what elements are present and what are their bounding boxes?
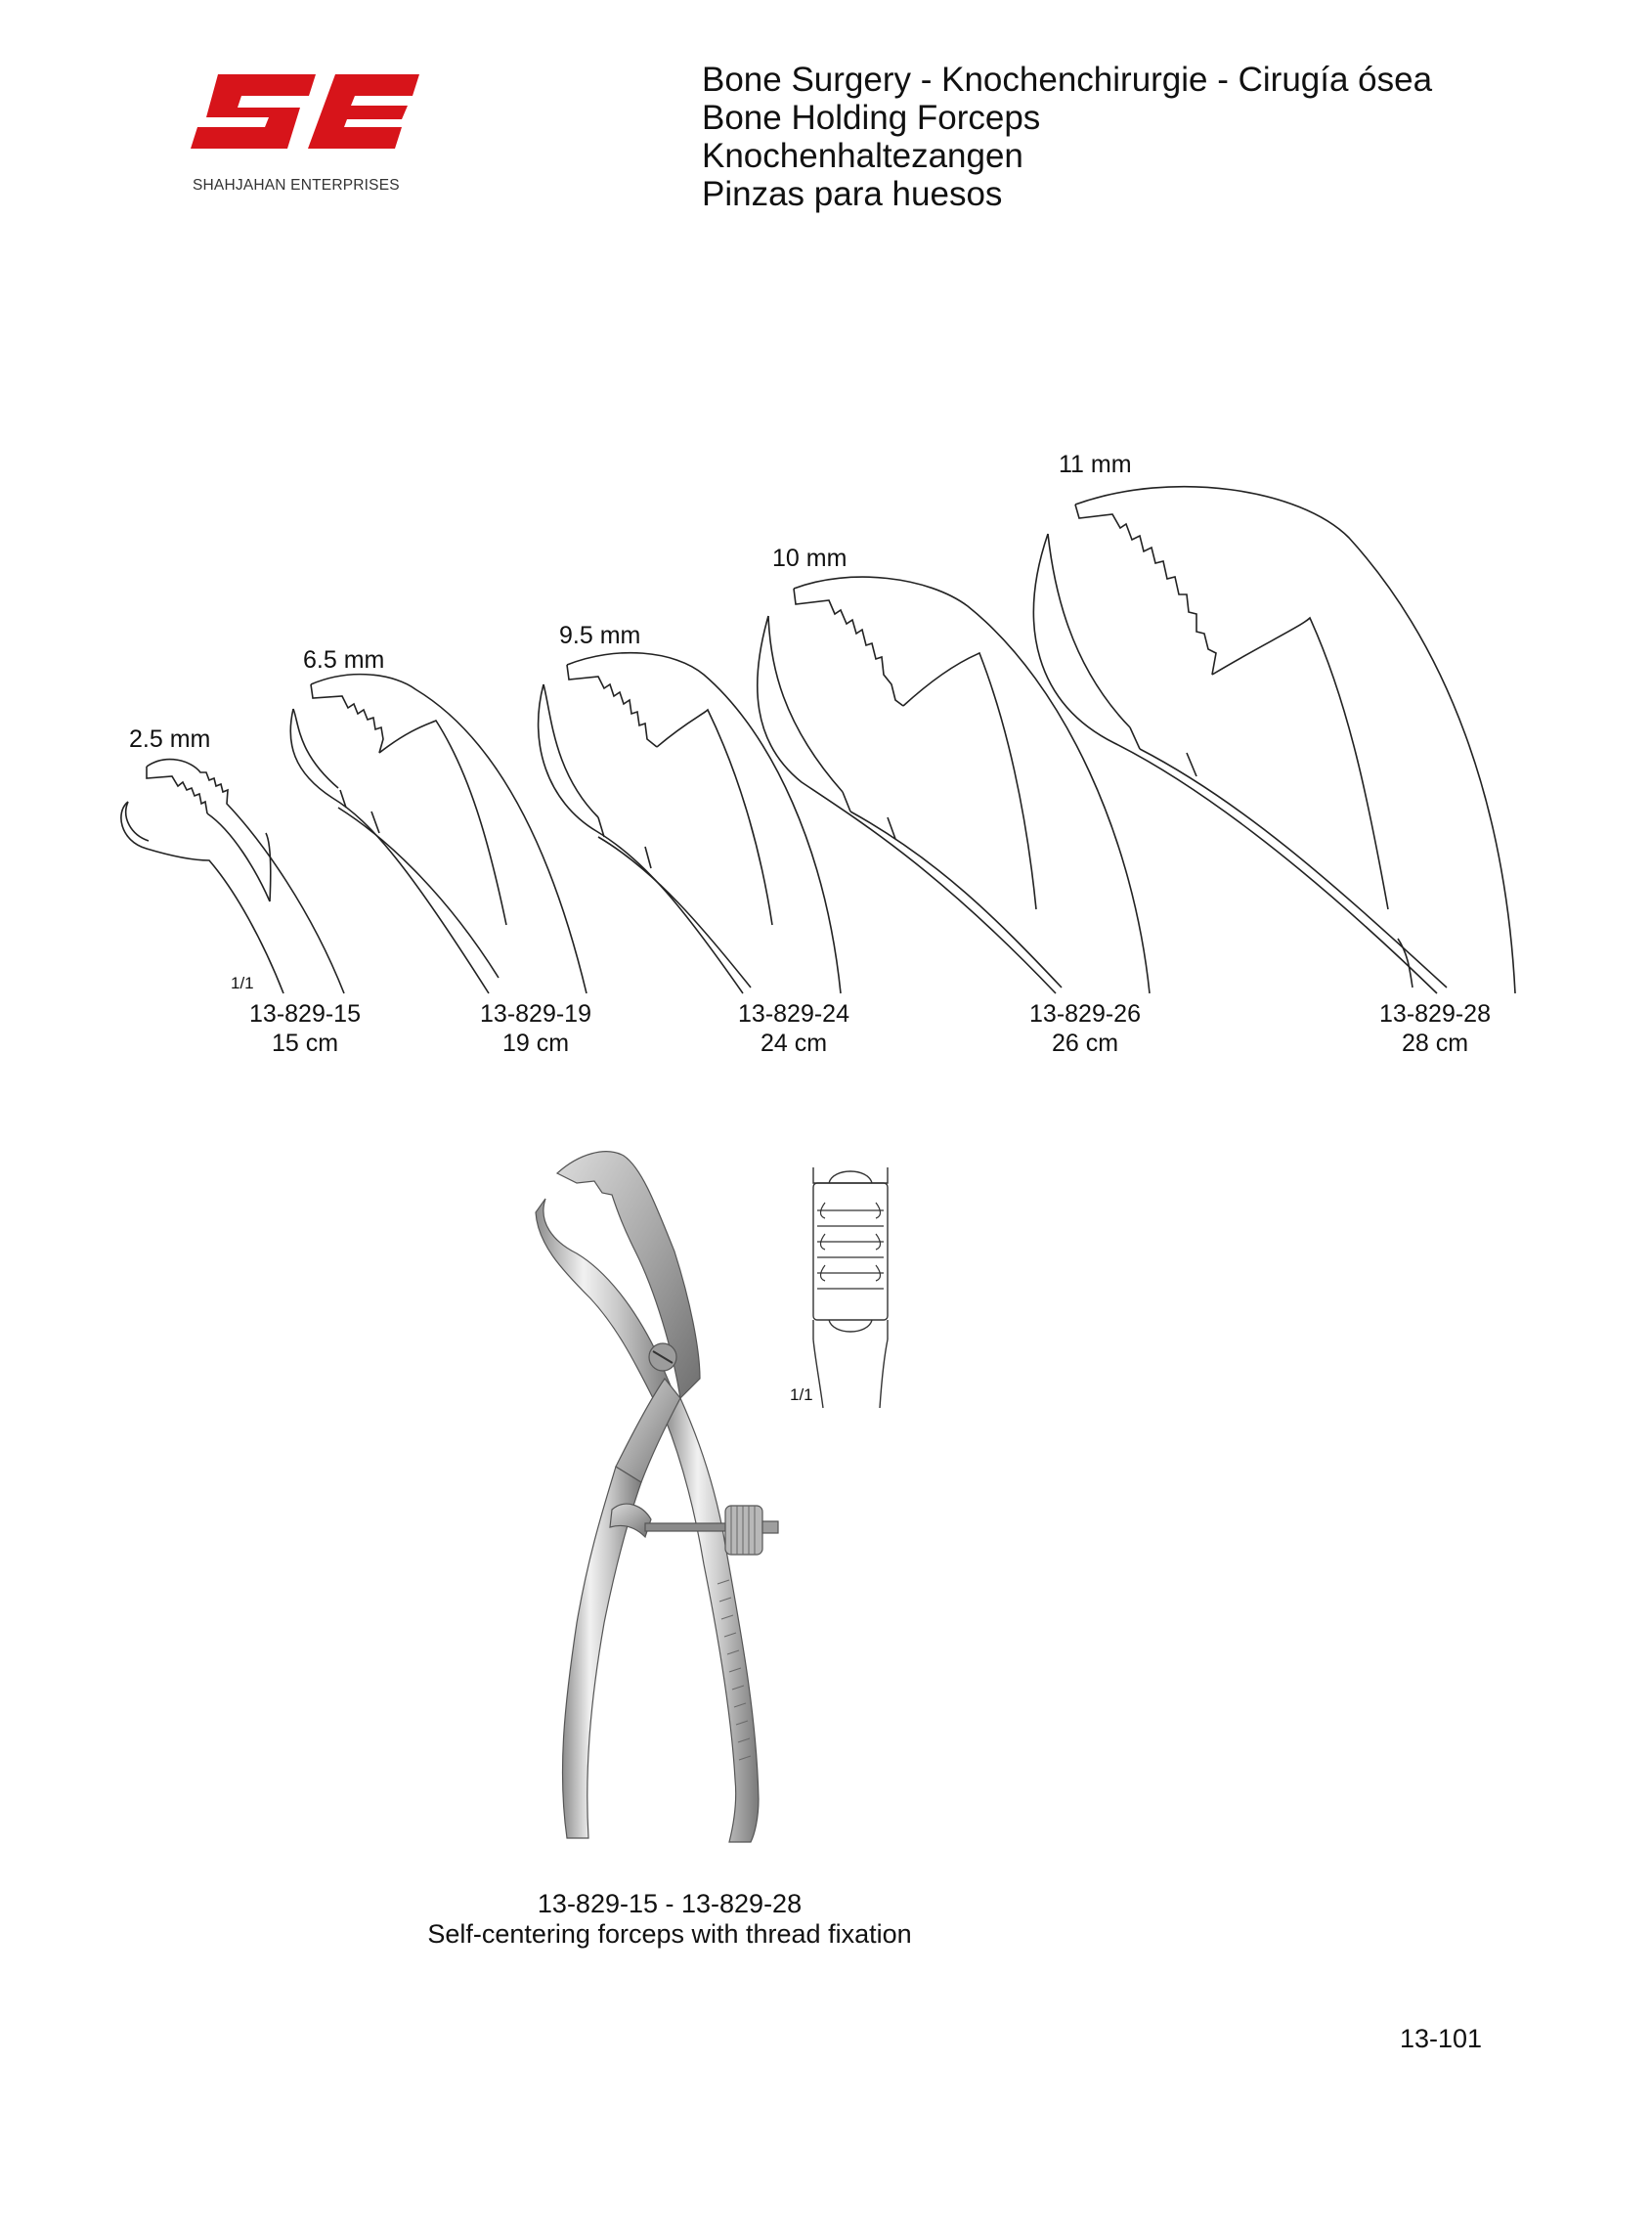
page-number: 13-101 (1400, 2024, 1483, 2053)
model-length: 28 cm (1401, 1030, 1469, 1057)
jaw-opening-label: 6.5 mm (303, 646, 385, 674)
logo-se-lettermark (191, 74, 419, 149)
page-header: Bone Surgery - Knochenchirurgie - Cirugí… (702, 61, 1432, 213)
model-code: 13-829-26 (1029, 1000, 1141, 1028)
model-length: 24 cm (760, 1030, 828, 1057)
model-code: 13-829-24 (738, 1000, 849, 1028)
scale-label: 1/1 (231, 974, 254, 992)
forceps-drawing-26cm (757, 576, 1151, 994)
logo-caption: SHAHJAHAN ENTERPRISES (193, 177, 400, 194)
forceps-photo (535, 1151, 779, 1843)
header-title-de: Knochenhaltezangen (702, 137, 1023, 175)
forceps-drawing-19cm (289, 673, 587, 994)
header-title-en: Bone Holding Forceps (702, 99, 1041, 137)
jaw-opening-label: 9.5 mm (559, 622, 641, 649)
company-logo (191, 74, 419, 149)
detail-scale-label: 1/1 (790, 1385, 813, 1404)
jaw-opening-label: 11 mm (1059, 451, 1132, 478)
forceps-drawing-15cm (120, 758, 345, 994)
forceps-drawing-28cm (1032, 485, 1516, 994)
product-description: Self-centering forceps with thread fixat… (427, 1919, 912, 1949)
product-code-range: 13-829-15 - 13-829-28 (537, 1889, 803, 1918)
jaw-opening-label: 2.5 mm (129, 725, 211, 753)
model-code: 13-829-19 (480, 1000, 591, 1028)
model-length: 19 cm (501, 1030, 570, 1057)
product-caption: 13-829-15 - 13-829-28 Self-centering for… (327, 1889, 1012, 1950)
jaw-detail-drawing (812, 1167, 889, 1409)
header-title-es: Pinzas para huesos (702, 175, 1003, 213)
jaw-opening-label: 10 mm (772, 545, 848, 572)
header-category: Bone Surgery - Knochenchirurgie - Cirugí… (702, 61, 1433, 99)
forceps-drawing-24cm (537, 651, 842, 994)
model-length: 15 cm (271, 1030, 339, 1057)
model-code: 13-829-28 (1379, 1000, 1491, 1028)
model-code: 13-829-15 (249, 1000, 361, 1028)
model-length: 26 cm (1051, 1030, 1119, 1057)
